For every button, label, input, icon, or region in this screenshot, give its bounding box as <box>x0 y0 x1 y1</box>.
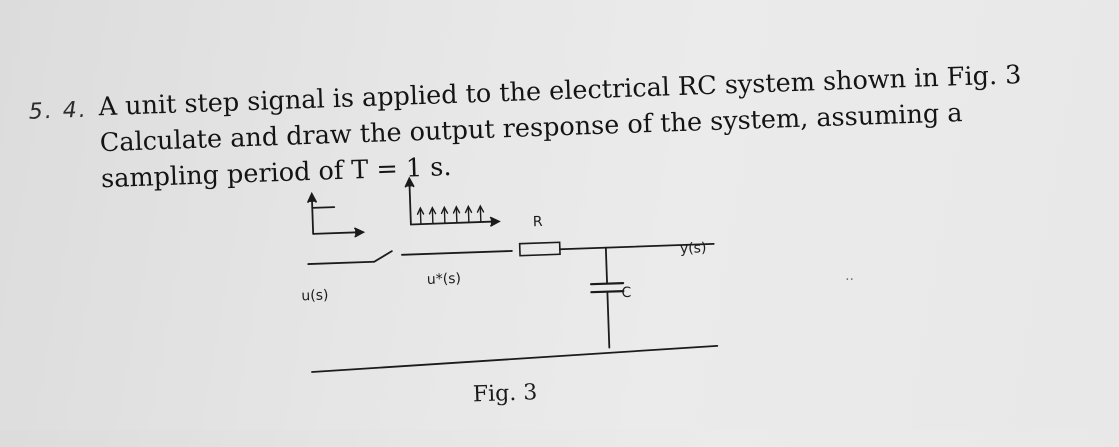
step-input-sketch <box>308 192 364 238</box>
resistor-label: R <box>533 214 543 230</box>
output-signal-label: y(s) <box>680 240 707 257</box>
rc-circuit-figure: u(s) u*(s) R C y(s) Fig. 3 <box>281 162 730 437</box>
capacitor-symbol <box>590 247 625 348</box>
sampler-switch <box>308 247 512 264</box>
ground-rail <box>312 346 718 372</box>
capacitor-label: C <box>621 285 631 301</box>
paper-speck: ·· <box>845 272 854 288</box>
figure-caption: Fig. 3 <box>472 380 537 407</box>
problem-number: 5. 4. <box>28 98 88 125</box>
input-signal-label: u(s) <box>301 287 329 304</box>
sampled-signal-label: u*(s) <box>427 271 462 288</box>
resistor-symbol <box>520 242 560 255</box>
impulse-train-sketch <box>405 175 499 228</box>
